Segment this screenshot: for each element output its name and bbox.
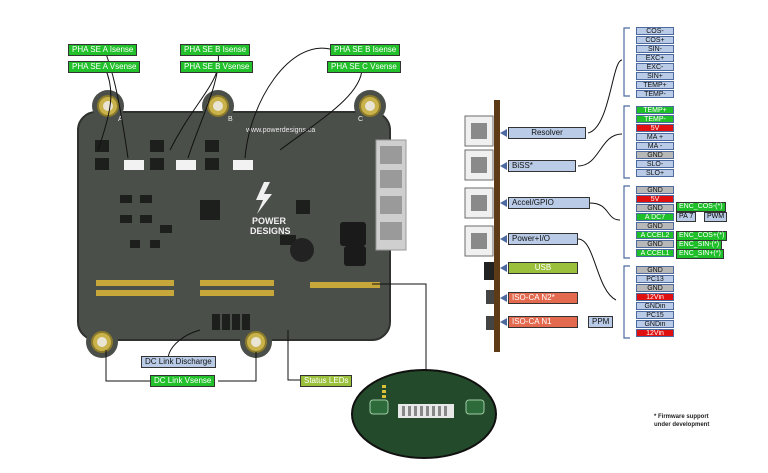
label-dc-link-vsense: DC Link Vsense — [150, 375, 216, 387]
accel-pin-2: 5V — [636, 195, 674, 203]
status-led-zoom — [351, 369, 497, 459]
power-pin-8: 12Vin — [636, 329, 674, 337]
footnote-line2: under development — [654, 422, 710, 428]
controller-board — [77, 90, 407, 358]
accel-side-enc-cos-minus: ENC_COS-(*) — [676, 202, 726, 212]
biss-pin-7: SLO- — [636, 160, 674, 168]
power-pin-5: GNDin — [636, 302, 674, 310]
accel-pin-1: GND — [636, 186, 674, 194]
label-phase-b-isense: PHA SE B Isense — [180, 44, 251, 56]
label-phase-a-isense: PHA SE A Isense — [68, 44, 138, 56]
pin-brackets — [623, 27, 630, 339]
phase-letter-c: C — [358, 116, 363, 123]
biss-pin-8: SLO+ — [636, 169, 674, 177]
power-pin-6: PC15 — [636, 311, 674, 319]
accel-pin-7: GND — [636, 240, 674, 248]
phase-letter-b: B — [228, 116, 233, 123]
resolver-pin-3: SIN- — [636, 45, 674, 53]
resolver-pin-5: EXC- — [636, 63, 674, 71]
accel-side-pa7: PA 7 — [676, 212, 697, 222]
resolver-pin-2: COS+ — [636, 36, 674, 44]
biss-pin-6: GND — [636, 151, 674, 159]
label-phase-c-vsense: PHA SE C Vsense — [327, 61, 401, 73]
leader-lines — [97, 47, 427, 382]
power-pin-2: PC13 — [636, 275, 674, 283]
accel-pin-4: A DC7 — [636, 213, 674, 221]
label-power-io: Power+I/O — [508, 233, 578, 245]
power-pin-1: GND — [636, 266, 674, 274]
resolver-pin-4: EXC+ — [636, 54, 674, 62]
label-phase-b-isense-right: PHA SE B Isense — [330, 44, 401, 56]
resolver-pin-1: COS- — [636, 27, 674, 35]
connector-leaders — [577, 59, 623, 301]
biss-pin-4: MA + — [636, 133, 674, 141]
power-pin-4: 12Vin — [636, 293, 674, 301]
label-phase-b-vsense: PHA SE B Vsense — [180, 61, 254, 73]
label-iso-can2: ISO-CA N2* — [508, 292, 578, 304]
resolver-pin-7: TEMP+ — [636, 81, 674, 89]
label-accel-gpio: Accel/GPIO — [508, 197, 590, 209]
power-pin-7: GNDin — [636, 320, 674, 328]
accel-side-pwm: PWM — [704, 212, 728, 222]
accel-pin-6: A CCEL2 — [636, 231, 674, 239]
phase-letter-a: A — [118, 116, 123, 123]
board-side-view — [464, 100, 500, 352]
board-url: www.powerdesigns.ca — [245, 127, 315, 134]
accel-pin-5: GND — [636, 222, 674, 230]
label-phase-a-vsense: PHA SE A Vsense — [68, 61, 141, 73]
label-usb: USB — [508, 262, 578, 274]
accel-pin-3: GND — [636, 204, 674, 212]
footnote-line1: * Firmware support — [654, 414, 709, 420]
biss-pin-1: TEMP+ — [636, 106, 674, 114]
biss-pin-5: MA - — [636, 142, 674, 150]
biss-pin-2: TEMP- — [636, 115, 674, 123]
biss-pin-3: 5V — [636, 124, 674, 132]
label-dc-link-discharge: DC Link Discharge — [141, 356, 216, 368]
accel-pin-8: A CCEL1 — [636, 249, 674, 257]
label-ppm: PPM — [588, 316, 614, 328]
label-status-leds: Status LEDs — [300, 375, 353, 387]
board-brand-line2: DESIGNS — [250, 226, 291, 236]
board-brand-line1: POWER — [252, 216, 287, 226]
label-biss: BiSS* — [508, 160, 576, 172]
resolver-pin-6: SIN+ — [636, 72, 674, 80]
label-resolver: Resolver — [508, 127, 586, 139]
accel-side-enc-sin-plus: ENC_SIN+(*) — [676, 249, 724, 259]
label-iso-can1: ISO-CA N1 — [508, 316, 578, 328]
power-pin-3: GND — [636, 284, 674, 292]
resolver-pin-8: TEMP- — [636, 90, 674, 98]
